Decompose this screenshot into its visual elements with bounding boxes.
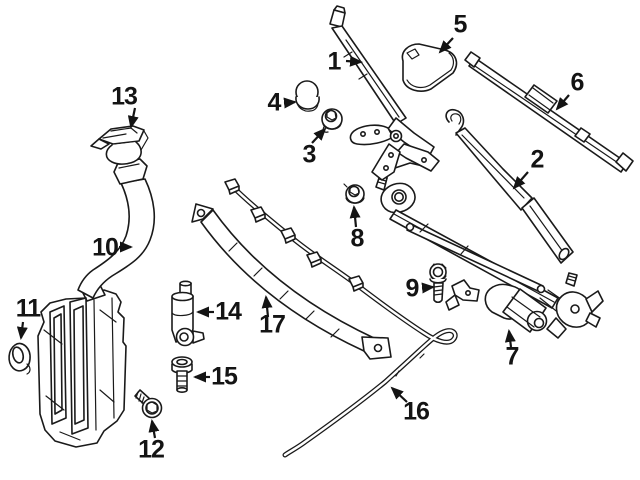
callout-label-pivot-nut: 8 [350,224,365,253]
pivot-nut-drawing [343,183,365,204]
callout-label-cowl-deflector-strip: 17 [259,310,286,339]
pivot-cap-drawing [295,80,320,112]
reservoir-grommet-drawing [8,342,31,375]
callout-label-pivot-cover: 5 [453,10,468,39]
callout-arrow-reservoir-screw [148,419,160,439]
callout-arrow-wiper-arm-right [512,171,529,190]
cowl-deflector-strip-drawing [191,203,392,360]
callout-arrow-mounting-bolt [421,282,435,294]
callout-label-filler-pipe: 10 [92,233,119,262]
callout-label-wiper-arm-right: 2 [530,145,545,174]
callout-label-wiper-arm-left: 1 [327,47,342,76]
callout-label-reservoir-screw: 12 [138,435,165,464]
callout-arrow-wiper-blade [555,94,570,111]
callout-arrow-wiper-arm-left [345,55,363,67]
callout-arrow-arm-nut [311,127,327,144]
washer-hose-drawing [224,178,458,458]
pivot-cover-drawing [401,43,458,92]
callout-arrow-filler-cap [127,107,139,129]
wiper-linkage-motor-drawing [375,151,604,339]
wiper-arm-left-drawing [329,5,440,181]
callout-label-reservoir-grommet: 11 [15,294,41,323]
callout-label-arm-nut: 3 [302,140,317,169]
callout-arrow-pivot-nut [349,205,361,228]
callout-label-pivot-cap: 4 [267,88,282,117]
callout-arrow-pivot-cap [283,97,297,109]
filler-pipe-drawing [77,158,156,299]
callout-label-pump-grommet: 15 [211,362,238,391]
callout-label-filler-cap: 13 [111,82,138,111]
filler-cap-drawing [90,125,149,165]
callout-label-mounting-bolt: 9 [405,274,420,303]
mounting-bolt-drawing [429,263,447,304]
reservoir-screw-drawing [134,389,163,419]
callout-arrow-wiper-motor [504,329,516,348]
arm-nut-drawing [321,108,343,133]
wiper-blade-drawing [464,51,634,173]
callout-label-wiper-motor: 7 [505,342,520,371]
washer-pump-drawing [171,280,205,347]
callout-arrow-pivot-cover [438,37,454,54]
callout-arrow-washer-hose [390,386,408,403]
callout-label-washer-pump: 14 [215,297,242,326]
pump-grommet-drawing [171,356,193,393]
callout-arrow-cowl-deflector-strip [261,295,273,318]
callout-label-wiper-blade: 6 [570,68,585,97]
callout-label-washer-hose: 16 [403,397,430,426]
callout-arrow-reservoir-grommet [16,321,28,340]
